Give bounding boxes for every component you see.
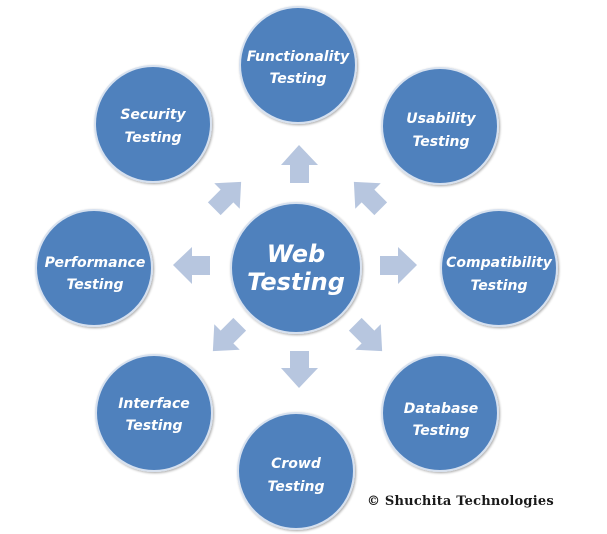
node-database-line2: Testing: [412, 423, 469, 439]
arrow-to-functionality: [281, 145, 318, 183]
node-usability: Usability Testing: [381, 67, 499, 185]
node-interface-line2: Testing: [125, 418, 182, 434]
node-functionality-line2: Testing: [269, 71, 326, 87]
node-crowd: Crowd Testing: [237, 412, 355, 530]
arrow-to-usability: [353, 181, 388, 216]
node-performance-line2: Testing: [66, 277, 123, 293]
node-functionality-line1: Functionality: [247, 49, 350, 65]
node-database: Database Testing: [381, 354, 499, 472]
node-compatibility-line2: Testing: [470, 278, 527, 294]
node-crowd-line1: Crowd: [271, 456, 322, 472]
arrow-to-interface: [212, 317, 247, 352]
node-interface: Interface Testing: [95, 354, 213, 472]
arrow-to-security: [207, 181, 242, 216]
copyright-credit: © Shuchita Technologies: [367, 494, 554, 509]
center-label-line2: Testing: [247, 268, 345, 296]
node-performance-line1: Performance: [45, 255, 146, 271]
arrow-to-database: [348, 317, 383, 352]
center-label-line1: Web: [267, 240, 325, 268]
node-usability-line1: Usability: [406, 111, 476, 127]
node-security-line1: Security: [120, 107, 186, 123]
node-interface-line1: Interface: [118, 396, 190, 412]
center-node: Web Testing: [230, 202, 362, 334]
node-crowd-line2: Testing: [267, 479, 324, 495]
node-performance: Performance Testing: [35, 209, 153, 327]
node-security-line2: Testing: [124, 130, 181, 146]
node-functionality: Functionality Testing: [239, 6, 357, 124]
node-database-line1: Database: [404, 401, 479, 417]
node-security: Security Testing: [94, 65, 212, 183]
node-usability-line2: Testing: [412, 134, 469, 150]
node-compatibility-line1: Compatibility: [446, 255, 553, 271]
arrow-to-performance: [173, 247, 210, 284]
node-compatibility: Compatibility Testing: [440, 209, 558, 327]
arrow-to-crowd: [281, 351, 318, 388]
arrow-to-compatibility: [380, 247, 417, 284]
